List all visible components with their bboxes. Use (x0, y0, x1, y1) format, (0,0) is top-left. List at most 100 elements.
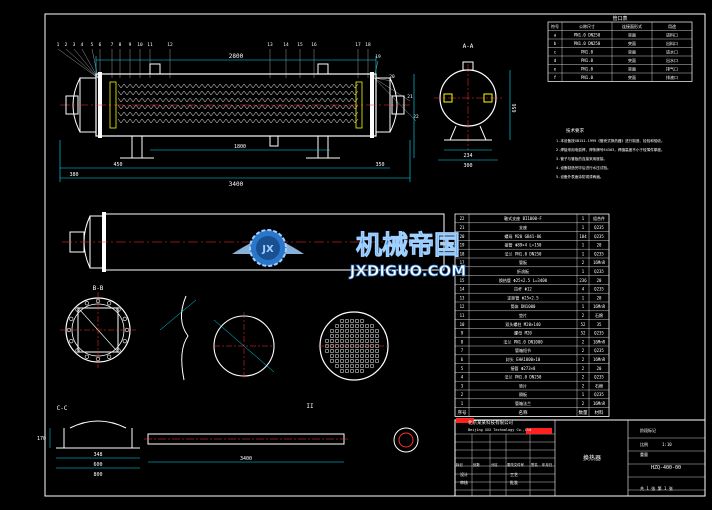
top-nozzle-1 (149, 63, 161, 75)
tube-hole (370, 339, 374, 343)
balloon-number: 2 (65, 42, 68, 48)
balloon-leader (65, 48, 99, 79)
bolt-hole (66, 327, 72, 333)
tube-hole (355, 329, 359, 333)
parts-cell: 石棉 (595, 382, 603, 388)
sheet-label: 共 1 张 第 1 张 (640, 485, 673, 491)
tube-hole (365, 354, 369, 358)
tube-hole (360, 334, 364, 338)
tube-hole (370, 329, 374, 333)
company-name-en: Beijing XXX Technology Co.,Ltd (468, 428, 531, 432)
parts-cell: 15 (460, 278, 465, 283)
balloon-number: 21 (407, 94, 413, 100)
tube-hole (355, 339, 359, 343)
parts-cell: 20 (597, 366, 602, 371)
a-dimensions (438, 70, 511, 161)
parts-cell: 支座 (519, 224, 527, 230)
nozzle-cell: b (554, 41, 557, 46)
revision-label: 处数 (473, 462, 480, 467)
inlet-nozzle (65, 95, 79, 115)
tube-hole (370, 334, 374, 338)
tube-hole (340, 334, 344, 338)
balloon-number: 8 (119, 42, 122, 48)
title-block: 北京某某科技有限公司 Beijing XXX Technology Co.,Lt… (454, 418, 706, 497)
tube-hole (360, 339, 364, 343)
dim-support: 350 (375, 162, 384, 168)
nozzle-cell: PN1.0 DN250 (574, 41, 601, 46)
tube-hole (350, 329, 354, 333)
dim-span-a: 450 (113, 162, 122, 168)
parts-cell: 垫片 (519, 312, 527, 318)
revision-label: 标记 (456, 462, 463, 467)
pipe-inner (398, 432, 414, 448)
scale-label: 比例 (640, 441, 648, 447)
detail-i-leader (159, 299, 197, 331)
parts-header-cell: 名称 (519, 409, 528, 416)
parts-cell: 螺母 M20 (514, 330, 532, 336)
nozzle-cell: f (554, 75, 557, 80)
balloon-number: 16 (311, 42, 317, 48)
parts-cell: 19 (460, 243, 465, 248)
balloon-leader (81, 48, 99, 79)
tube-hole (360, 349, 364, 353)
nozzle-cell: 突面 (628, 57, 636, 63)
tube-hole (370, 364, 374, 368)
parts-cell: 管箱法兰 (515, 400, 531, 406)
balloon-number: 14 (283, 42, 289, 48)
balloon-leader (373, 77, 417, 122)
tube-hole (375, 354, 379, 358)
parts-cell: 35 (597, 322, 602, 327)
tube-hole (350, 369, 354, 373)
tube-hole (350, 334, 354, 338)
watermark-latin: JXDIGUO.COM (349, 262, 466, 280)
bolt-hole (69, 316, 74, 322)
a-top-nozzle (462, 61, 474, 71)
parts-cell: 1 (582, 269, 585, 274)
parts-header-cell: 序号 (458, 409, 467, 416)
parts-cell: Q235 (594, 348, 604, 353)
drawing-number: HZQ-400-00 (651, 465, 681, 471)
tube-hole (350, 349, 354, 353)
balloon-number: 22 (413, 114, 419, 120)
parts-cell: 11 (460, 313, 465, 318)
tube-hole (365, 339, 369, 343)
top-nozzle-2 (317, 63, 329, 75)
tube-hole (355, 369, 359, 373)
balloon-number: 12 (167, 42, 173, 48)
tech-req-line: 1.本设备按GB151-1999《管壳式换热器》进行制造、检验和验收。 (556, 138, 665, 143)
revision-label: 年月日 (542, 462, 552, 467)
nozzle-cell: 进料口 (666, 32, 678, 38)
tube-hole (370, 324, 374, 328)
parts-cell: 1 (582, 304, 585, 309)
tube-hole (360, 369, 364, 373)
parts-cell: 8 (461, 339, 464, 344)
section-a-view: A-A 234 300 656 (434, 43, 518, 169)
dim-c-height: 170 (37, 436, 46, 442)
parts-cell: 104 (579, 234, 587, 239)
balloon-number: 17 (355, 42, 361, 48)
parts-cell: Q235 (594, 234, 604, 239)
bottom-nozzle (269, 135, 279, 147)
tube-hole (360, 354, 364, 358)
weight-label: 重量 (640, 451, 648, 457)
tube-hole (335, 349, 339, 353)
parts-cell: Q235 (594, 375, 604, 380)
tube-hole (355, 349, 359, 353)
tube-hole (335, 354, 339, 358)
parts-cell: 法兰 PN1.0 DN250 (505, 250, 542, 256)
section-c-view: C-C 348 600 800 170 (37, 405, 140, 478)
parts-cell: 6 (461, 357, 464, 362)
tube-hole (350, 324, 354, 328)
tube-hole (360, 324, 364, 328)
balloon-number: 13 (267, 42, 273, 48)
parts-cell: 9 (461, 331, 464, 336)
nozzle-cell: d (554, 58, 557, 63)
parts-cell: 21 (460, 225, 465, 230)
bolt-hole (106, 354, 112, 359)
tech-req-line: 5.设备外表面涂防锈漆两遍。 (556, 174, 603, 179)
parts-cell: 2 (582, 383, 585, 388)
parts-cell: Q235 (594, 392, 604, 397)
parts-cell: 双头螺柱 M20×140 (505, 321, 541, 327)
tube-hole (335, 329, 339, 333)
parts-cell: 拉杆 Φ12 (514, 286, 532, 292)
